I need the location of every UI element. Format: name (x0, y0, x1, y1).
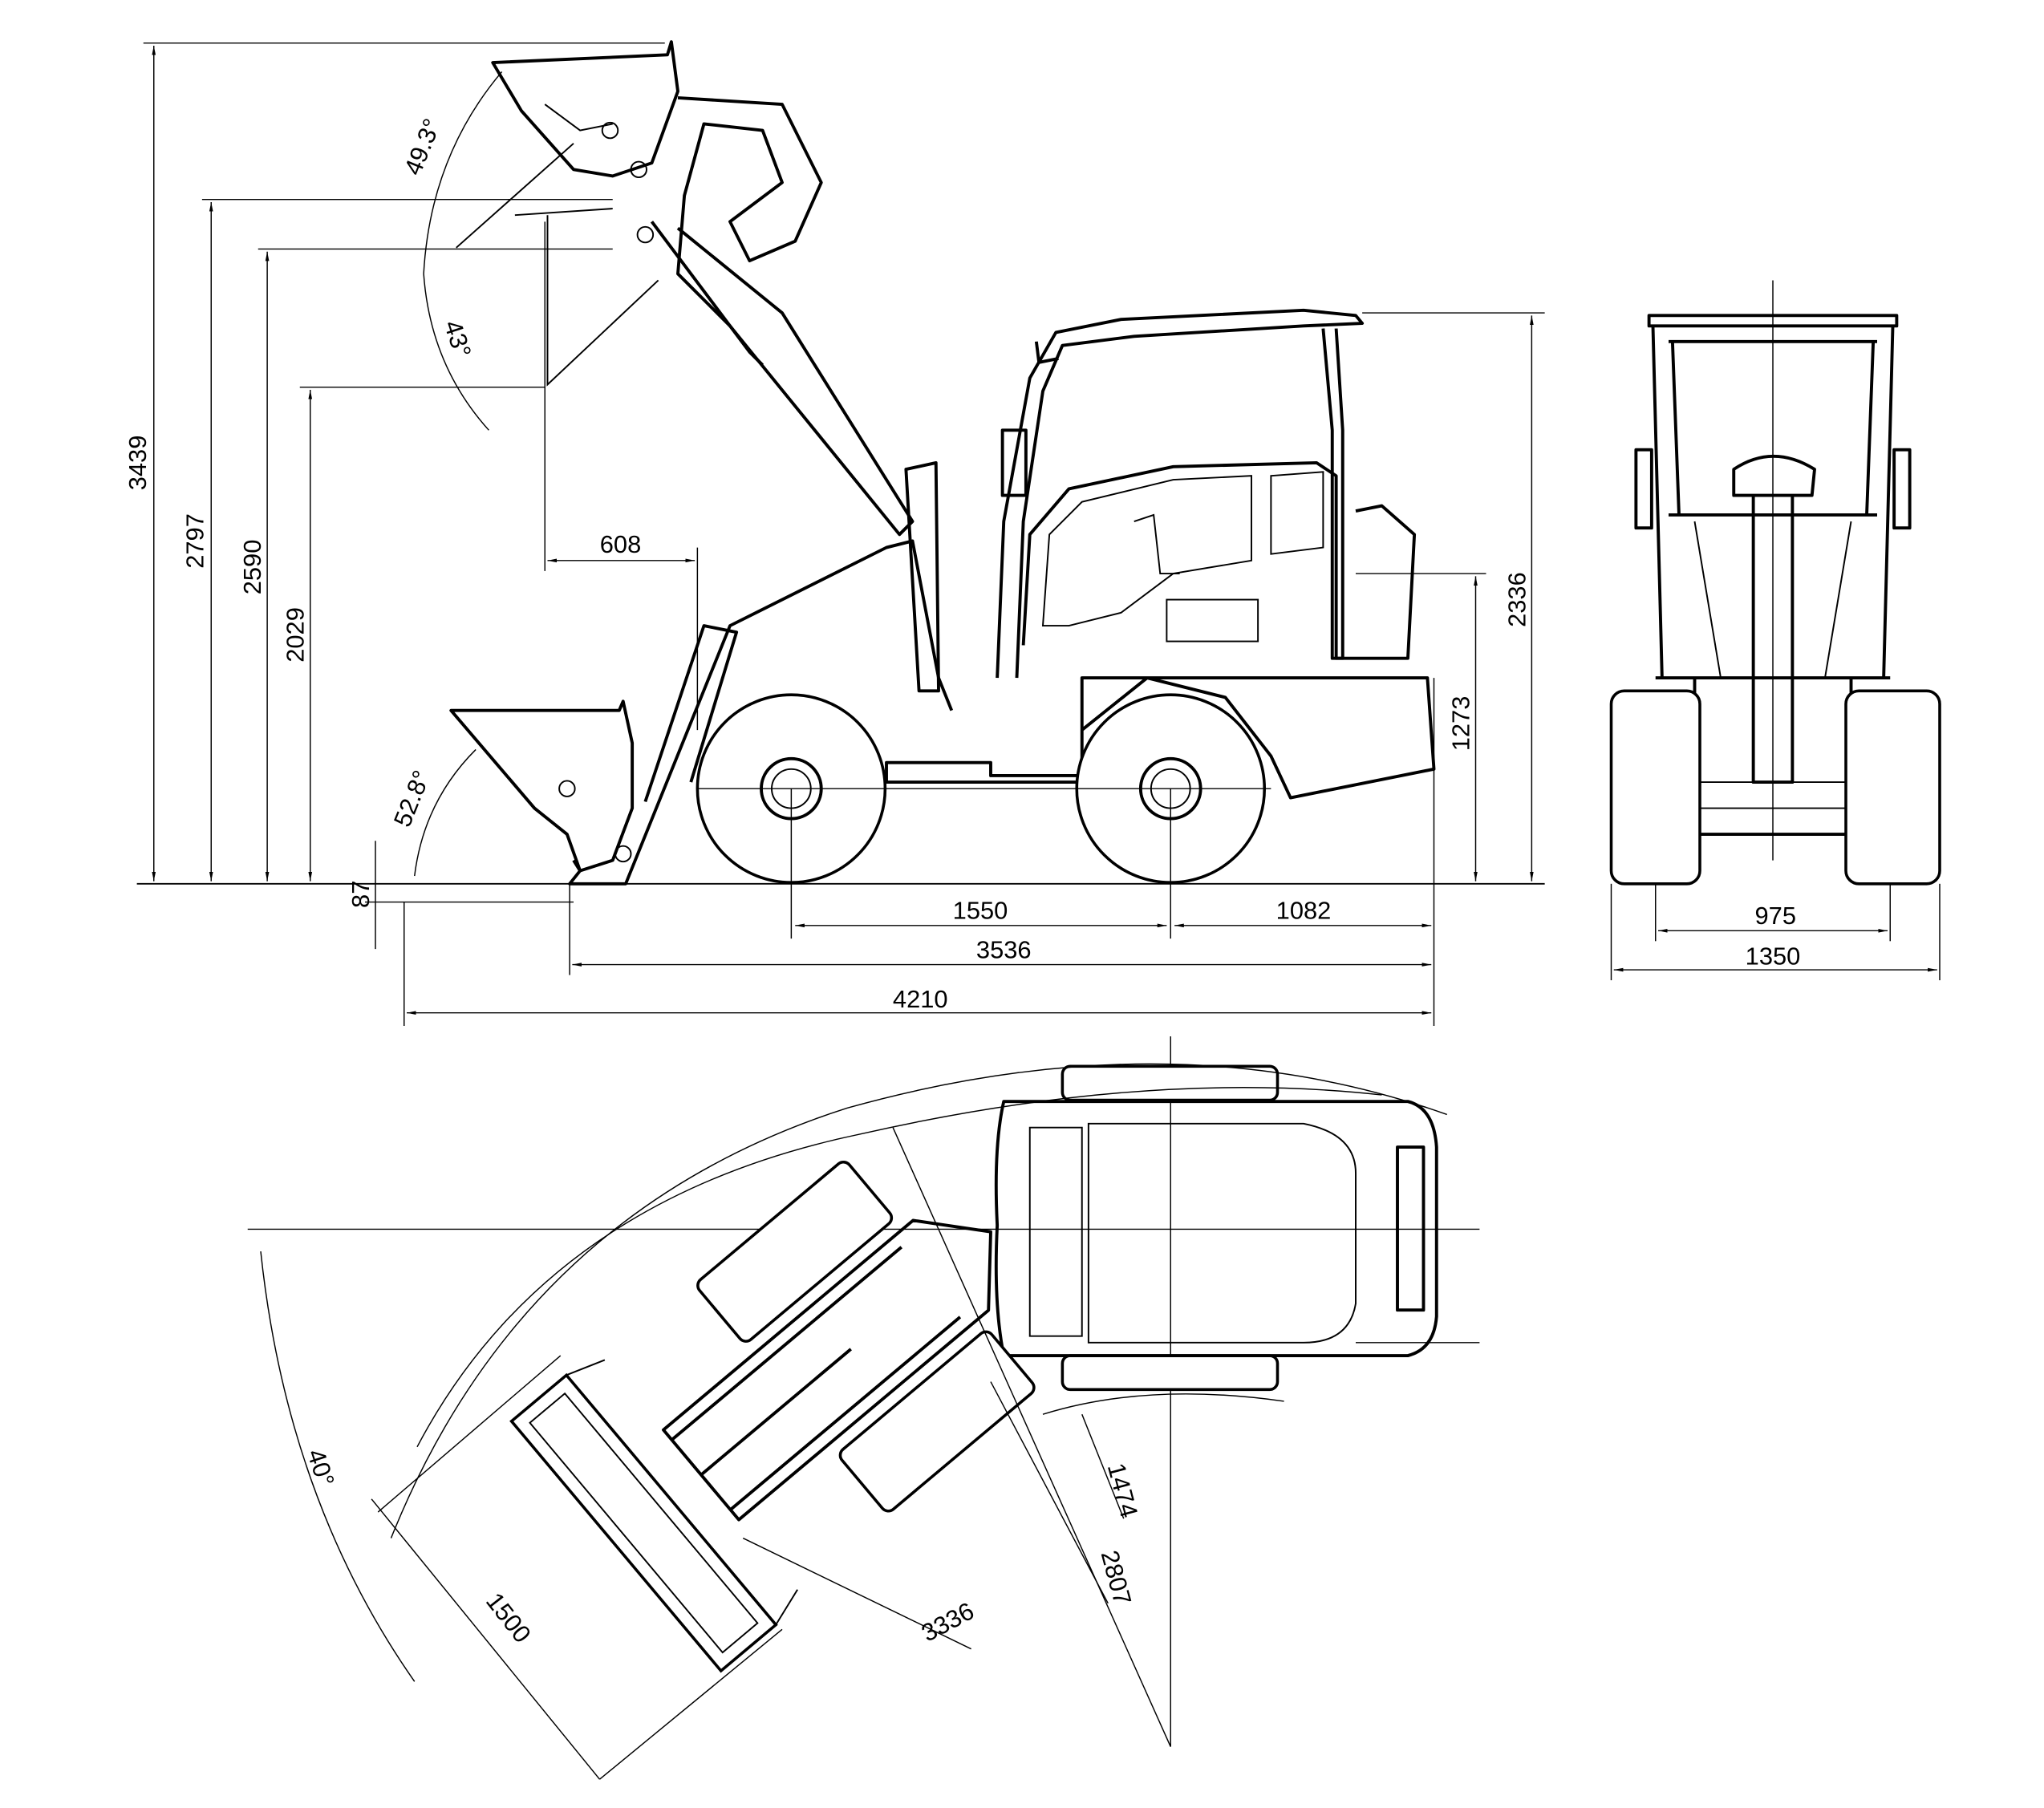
dim-1350: 1350 (1746, 943, 1801, 971)
front-roof (1647, 314, 1899, 328)
dim-608: 608 (600, 530, 642, 558)
angle-49-3: 49.3° (399, 115, 447, 179)
dim-1082: 1082 (1276, 897, 1332, 925)
rear-body (994, 1100, 1438, 1358)
lift-arm (676, 95, 915, 537)
dim-3439: 3439 (124, 436, 152, 491)
top-bucket (509, 1372, 778, 1673)
side-view: 3439 2797 2590 2029 608 49.3° 43° 52.8° … (124, 40, 1545, 1026)
angle-43: 43° (439, 317, 477, 361)
inner-turning-arc (1042, 1393, 1284, 1415)
lowered-bucket (449, 699, 635, 873)
cab-roof (996, 308, 1365, 679)
front-left-tire (1609, 689, 1701, 886)
front-right-tire-top (838, 1330, 1036, 1513)
articulation-angle-arc (260, 1251, 416, 1682)
bucket-angle-arc-bottom (414, 748, 477, 877)
engine-grille (1166, 598, 1259, 643)
outer-turning-arc (390, 1063, 1447, 1538)
dim-87: 87 (347, 881, 375, 908)
dim-1550: 1550 (953, 897, 1008, 925)
dim-1474: 1474 (1102, 1460, 1144, 1520)
dim-2590: 2590 (238, 540, 266, 595)
rear-right-tire (1061, 1354, 1280, 1392)
top-view: 40° 1500 3336 2807 1474 (247, 1036, 1480, 1780)
front-right-tire (1844, 689, 1941, 886)
front-frame (509, 1160, 1036, 1673)
dim-2029: 2029 (282, 607, 310, 663)
lowered-lift-arm (568, 539, 954, 886)
raised-bucket (491, 40, 679, 178)
dim-975: 975 (1755, 902, 1796, 930)
dim-2797: 2797 (181, 513, 209, 569)
dim-3336: 3336 (917, 1596, 979, 1647)
dim-2807: 2807 (1096, 1547, 1138, 1607)
cab-window (1041, 475, 1252, 627)
dim-1500: 1500 (481, 1587, 537, 1648)
rear-grille (1396, 1145, 1426, 1312)
dim-1273: 1273 (1446, 696, 1474, 752)
bucket-angle-arc-top (423, 71, 503, 431)
dim-4210: 4210 (893, 985, 948, 1013)
dim-2336: 2336 (1503, 572, 1531, 627)
dim-3536: 3536 (976, 935, 1032, 963)
radius-line (892, 1127, 1171, 1747)
front-view: 975 1350 (1609, 280, 1941, 981)
angle-40: 40° (302, 1445, 340, 1490)
front-left-tire-top (696, 1160, 894, 1343)
